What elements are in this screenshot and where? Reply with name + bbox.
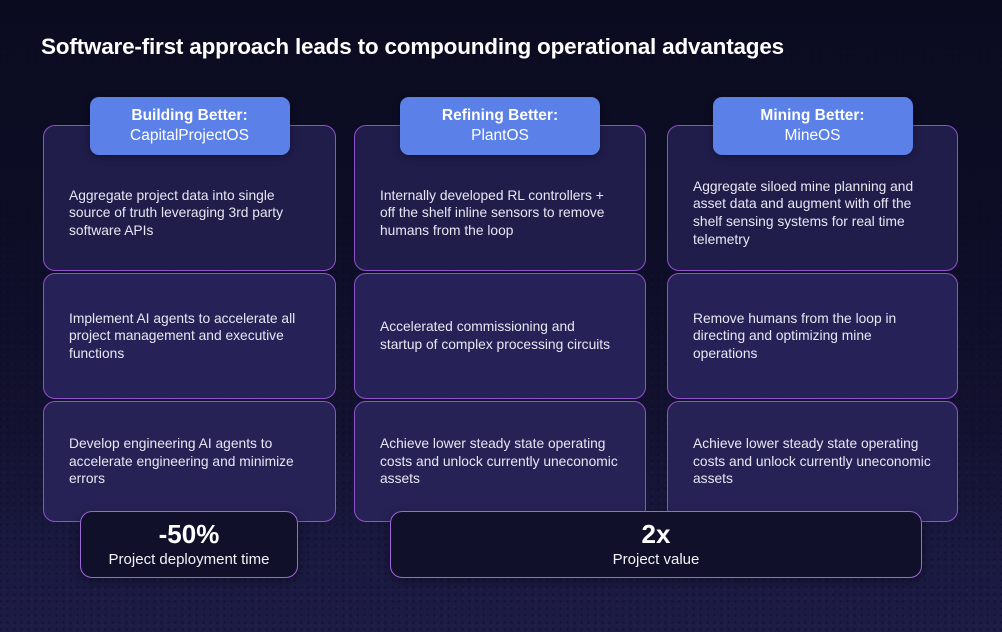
stat-value: -50% [158, 518, 220, 549]
card-text: Implement AI agents to accelerate all pr… [69, 310, 296, 361]
card-text: Achieve lower steady state operating cos… [380, 436, 618, 487]
column-header-mineos: Mining Better: MineOS [712, 97, 913, 155]
column-mining-better: Mining Better: MineOS Aggregate siloed m… [667, 97, 958, 524]
card-text: Aggregate project data into single sourc… [69, 187, 283, 238]
column-header-product: PlantOS [471, 127, 529, 144]
card-mining-3: Achieve lower steady state operating cos… [667, 401, 958, 522]
column-building-better: Building Better: CapitalProjectOS Aggreg… [43, 97, 336, 524]
column-header-title: Mining Better: [760, 106, 865, 124]
card-refining-2: Accelerated commissioning and startup of… [354, 273, 646, 399]
card-text: Internally developed RL controllers + of… [380, 187, 605, 238]
stat-project-deployment-time: -50% Project deployment time [80, 511, 298, 578]
card-building-2: Implement AI agents to accelerate all pr… [43, 273, 336, 399]
stat-project-value: 2x Project value [390, 511, 922, 578]
card-text: Develop engineering AI agents to acceler… [69, 436, 294, 487]
column-header-capitalprojectos: Building Better: CapitalProjectOS [89, 97, 290, 155]
card-mining-2: Remove humans from the loop in directing… [667, 273, 958, 399]
column-header-title: Refining Better: [441, 106, 559, 124]
column-refining-better: Refining Better: PlantOS Internally deve… [354, 97, 646, 524]
card-text: Accelerated commissioning and startup of… [380, 319, 611, 352]
card-building-3: Develop engineering AI agents to acceler… [43, 401, 336, 522]
column-header-title: Building Better: [131, 106, 248, 124]
stat-label: Project value [612, 551, 700, 569]
card-text: Achieve lower steady state operating cos… [693, 436, 931, 487]
slide-title: Software-first approach leads to compoun… [41, 34, 784, 59]
stat-label: Project deployment time [108, 551, 270, 569]
card-refining-3: Achieve lower steady state operating cos… [354, 401, 646, 522]
card-text: Remove humans from the loop in directing… [693, 310, 897, 361]
stat-value: 2x [641, 518, 671, 549]
card-text: Aggregate siloed mine planning and asset… [693, 178, 914, 247]
column-header-product: MineOS [784, 127, 841, 144]
column-header-product: CapitalProjectOS [130, 127, 249, 144]
column-header-plantos: Refining Better: PlantOS [400, 97, 600, 155]
